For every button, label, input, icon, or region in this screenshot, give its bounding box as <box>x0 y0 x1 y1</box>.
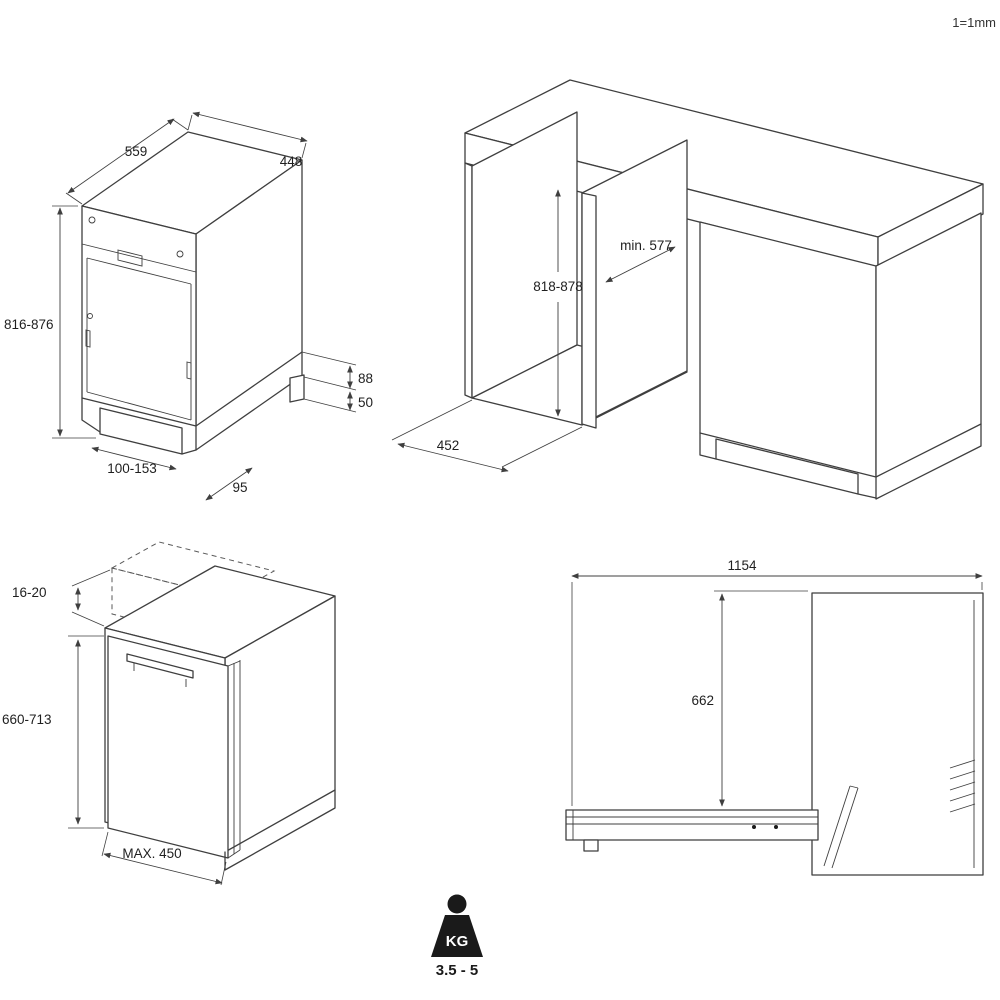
control-panel <box>81 216 197 273</box>
dimension-rear-50: 50 <box>303 391 373 413</box>
dim-label-panel-width: MAX. 450 <box>122 846 181 861</box>
dimension-niche-depth: min. 577 <box>605 238 676 283</box>
dim-label-clearance: 662 <box>691 693 714 708</box>
dim-label-rear-height: 88 <box>358 371 373 386</box>
weight-icon-body <box>431 915 483 957</box>
dimension-rear-88: 88 <box>301 351 373 391</box>
panel-layer-lines <box>227 660 241 859</box>
open-door-view: 1154 662 <box>565 558 984 876</box>
dim-label-height: 816-876 <box>4 317 54 332</box>
weight-unit-label: KG <box>446 933 469 950</box>
dimension-panel-height: 660-713 <box>2 635 104 829</box>
dimension-height-816-876: 816-876 <box>4 205 96 439</box>
appliance-base-band <box>195 351 303 451</box>
door-hinge-arm <box>823 785 859 869</box>
open-door-slab <box>565 809 819 852</box>
door-spring-hatch <box>949 759 976 813</box>
dim-label-niche-height: 818-878 <box>533 279 583 294</box>
dim-label-panel-height: 660-713 <box>2 712 52 727</box>
cabinet-side-panel <box>811 592 984 876</box>
appliance-rear-foot <box>289 374 305 403</box>
dim-label-niche-width: 452 <box>437 438 460 453</box>
dim-label-rear-base: 50 <box>358 395 373 410</box>
niche-view: 818-878 min. 577 452 <box>391 79 984 500</box>
base-cabinet-front <box>699 221 877 478</box>
worktop-end-face <box>877 183 984 268</box>
door-handle <box>126 653 194 687</box>
scale-note: 1=1mm <box>952 15 996 30</box>
appliance-isometric-view: 559 448 816-876 88 50 100-153 95 <box>4 111 373 501</box>
appliance-front-face <box>81 205 197 427</box>
dim-label-plinth-height: 100-153 <box>107 461 157 476</box>
dim-label-depth: 559 <box>125 144 148 159</box>
dimension-niche-width: 452 <box>391 399 583 473</box>
dimension-overall-depth: 1154 <box>571 558 983 806</box>
dimension-plinth-100-153: 100-153 <box>91 446 177 476</box>
dimension-panel-width: MAX. 450 <box>101 831 227 886</box>
dim-label-panel-thickness: 16-20 <box>12 585 47 600</box>
dimension-panel-thickness: 16-20 <box>12 569 111 627</box>
door-outline <box>85 257 192 421</box>
dim-label-width: 448 <box>280 154 303 169</box>
weight-range-label: 3.5 - 5 <box>436 962 479 979</box>
dimension-clearance: 662 <box>691 590 808 807</box>
niche-partition-edge <box>581 192 597 429</box>
weight-icon: KG 3.5 - 5 <box>431 894 483 979</box>
niche-left-wall-edge <box>464 162 473 399</box>
dim-label-overall-depth: 1154 <box>727 558 757 573</box>
dimension-width-448: 448 <box>187 111 308 169</box>
dimension-depth-559: 559 <box>65 118 189 205</box>
unit-base-band <box>224 789 336 871</box>
door-support-foot <box>583 839 599 852</box>
dim-label-plinth-recess: 95 <box>232 480 247 495</box>
dimension-plinth-95: 95 <box>205 467 253 501</box>
dim-label-niche-depth: min. 577 <box>620 238 672 253</box>
weight-icon-knob <box>447 894 467 914</box>
dimension-niche-height: 818-878 <box>533 189 583 417</box>
base-cabinet-base-band <box>875 423 982 500</box>
furniture-door-view: 16-20 660-713 MAX. 450 <box>2 541 336 886</box>
